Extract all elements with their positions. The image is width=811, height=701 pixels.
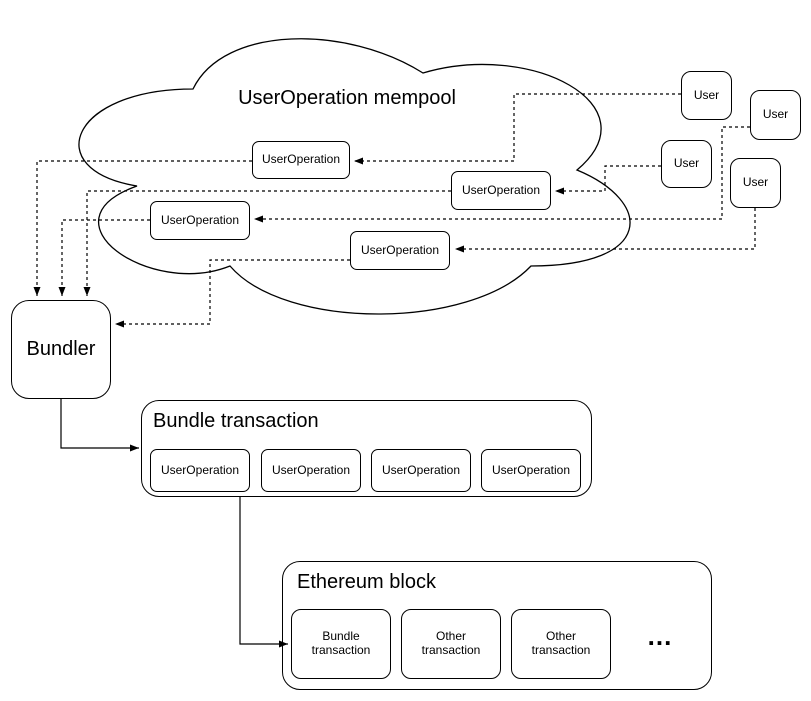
edge-bundle-transaction-to-ethereum-block — [239, 497, 288, 648]
bundler-box: Bundler — [11, 300, 111, 399]
mempool-userop-box-2: UserOperation — [451, 171, 551, 210]
eth-bundle-transaction-box: Bundle transaction — [291, 609, 391, 679]
edge-userop3-to-bundler — [58, 219, 150, 296]
user-box-2: User — [750, 90, 801, 140]
user-box-3: User — [661, 140, 712, 188]
bundle-userop-box-4: UserOperation — [481, 449, 581, 492]
edge-userop4-to-bundler — [115, 259, 350, 328]
mempool-userop-box-4: UserOperation — [350, 231, 450, 270]
edge-user4-to-mempool-userop4 — [455, 208, 756, 253]
mempool-userop-box-1: UserOperation — [252, 141, 350, 179]
bundle-userop-box-2: UserOperation — [261, 449, 361, 492]
mempool-title: UserOperation mempool — [238, 87, 456, 109]
ellipsis-label: ... — [647, 621, 673, 651]
user-box-1: User — [681, 71, 732, 120]
edge-bundler-to-bundle-transaction — [60, 399, 139, 452]
edge-user3-to-mempool-userop2 — [555, 165, 661, 195]
bundle-userop-box-3: UserOperation — [371, 449, 471, 492]
bundle-userop-box-1: UserOperation — [150, 449, 250, 492]
bundle-transaction-title: Bundle transaction — [153, 410, 319, 432]
mempool-userop-box-3: UserOperation — [150, 201, 250, 240]
eth-other-transaction-box-1: Other transaction — [401, 609, 501, 679]
user-box-4: User — [730, 158, 781, 208]
eth-other-transaction-box-2: Other transaction — [511, 609, 611, 679]
ethereum-block-title: Ethereum block — [297, 571, 436, 593]
